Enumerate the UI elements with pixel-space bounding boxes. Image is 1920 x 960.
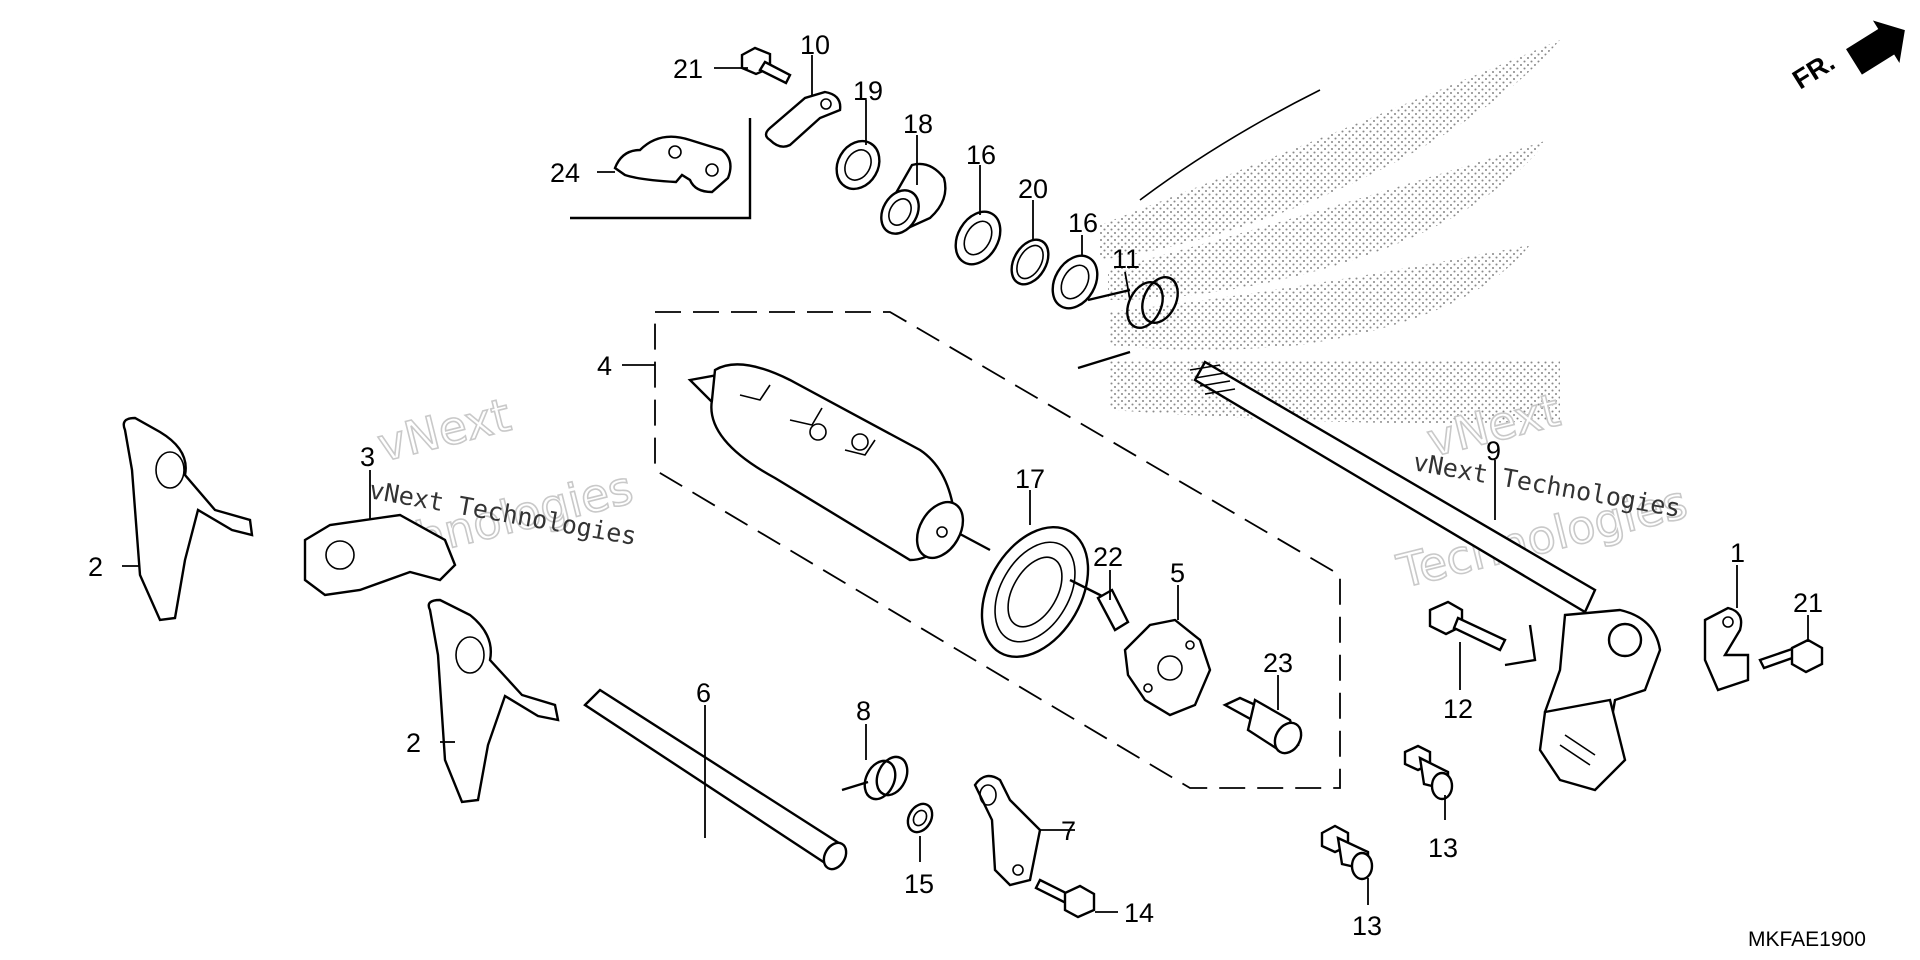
leader-lines [122, 55, 1809, 913]
part-5-drum-center [1123, 618, 1212, 717]
callout-16-a: 16 [966, 140, 996, 170]
callout-21-top: 21 [673, 54, 703, 84]
part-16-washer-b [1051, 254, 1099, 310]
callout-1: 1 [1730, 538, 1745, 568]
callout-18: 18 [903, 109, 933, 139]
part-9-shift-spindle [1189, 360, 1662, 792]
callout-22: 22 [1093, 542, 1123, 572]
callout-24: 24 [550, 158, 580, 188]
callout-5: 5 [1170, 558, 1185, 588]
part-2-shift-fork-lower [427, 598, 560, 804]
callout-8: 8 [856, 696, 871, 726]
callout-11: 11 [1112, 244, 1140, 274]
wing-logo-background [1100, 40, 1560, 424]
part-12-pin-bolt [1428, 600, 1507, 652]
part-13-bolt-upper [1403, 744, 1454, 801]
part-16-washer-a [954, 210, 1002, 266]
front-direction-arrow: FR. [1787, 20, 1905, 95]
part-24-plate [613, 135, 732, 194]
callout-16-b: 16 [1068, 208, 1098, 238]
front-direction-label: FR. [1787, 47, 1840, 95]
callout-17: 17 [1015, 464, 1045, 494]
callout-4: 4 [597, 351, 612, 381]
part-4-shift-drum [687, 363, 991, 562]
assembly-boundary-4 [654, 311, 1341, 789]
callout-9: 9 [1486, 436, 1501, 466]
callout-20: 20 [1018, 174, 1048, 204]
part-2-shift-fork-upper [122, 416, 254, 622]
callout-23: 23 [1263, 648, 1293, 678]
part-11-spring [1077, 276, 1179, 370]
callout-2-upper: 2 [88, 552, 103, 582]
part-17-bearing [980, 525, 1111, 659]
part-21-bolt-top [740, 46, 792, 85]
part-7-stopper-arm [973, 774, 1042, 887]
part-15-washer [906, 802, 934, 834]
part-22-dowel-pin [1096, 588, 1130, 632]
part-20-circlip [1010, 238, 1050, 286]
watermark-left-line1: vNext [372, 388, 515, 473]
bracket-line-24 [570, 118, 752, 220]
part-23-socket-bolt [1222, 696, 1303, 755]
callout-13-lower: 13 [1352, 911, 1382, 941]
callout-14: 14 [1124, 898, 1154, 928]
part-19-washer [835, 139, 881, 191]
callout-13-upper: 13 [1428, 833, 1458, 863]
part-10-stopper-arm [764, 90, 842, 148]
part-21-bolt-right [1758, 638, 1824, 674]
diagram-code: MKFAE1900 [1748, 928, 1866, 951]
callout-3: 3 [360, 442, 375, 472]
part-6-fork-shaft [583, 688, 848, 871]
callout-19: 19 [853, 76, 883, 106]
callout-10: 10 [800, 30, 830, 60]
callout-labels: 21 10 19 18 16 20 16 11 24 4 17 22 5 23 … [88, 30, 1823, 941]
callout-7: 7 [1061, 816, 1076, 846]
part-1-bracket [1703, 606, 1750, 692]
callout-6: 6 [696, 678, 711, 708]
part-14-bolt [1034, 878, 1096, 919]
part-18-bearing [880, 162, 947, 235]
callout-2-lower: 2 [406, 728, 421, 758]
part-13-bolt-lower [1320, 824, 1374, 881]
part-8-spring [841, 755, 909, 801]
callout-15: 15 [904, 869, 934, 899]
part-3-shift-fork-center [303, 513, 457, 597]
callout-21-right: 21 [1793, 588, 1823, 618]
callout-12: 12 [1443, 694, 1473, 724]
